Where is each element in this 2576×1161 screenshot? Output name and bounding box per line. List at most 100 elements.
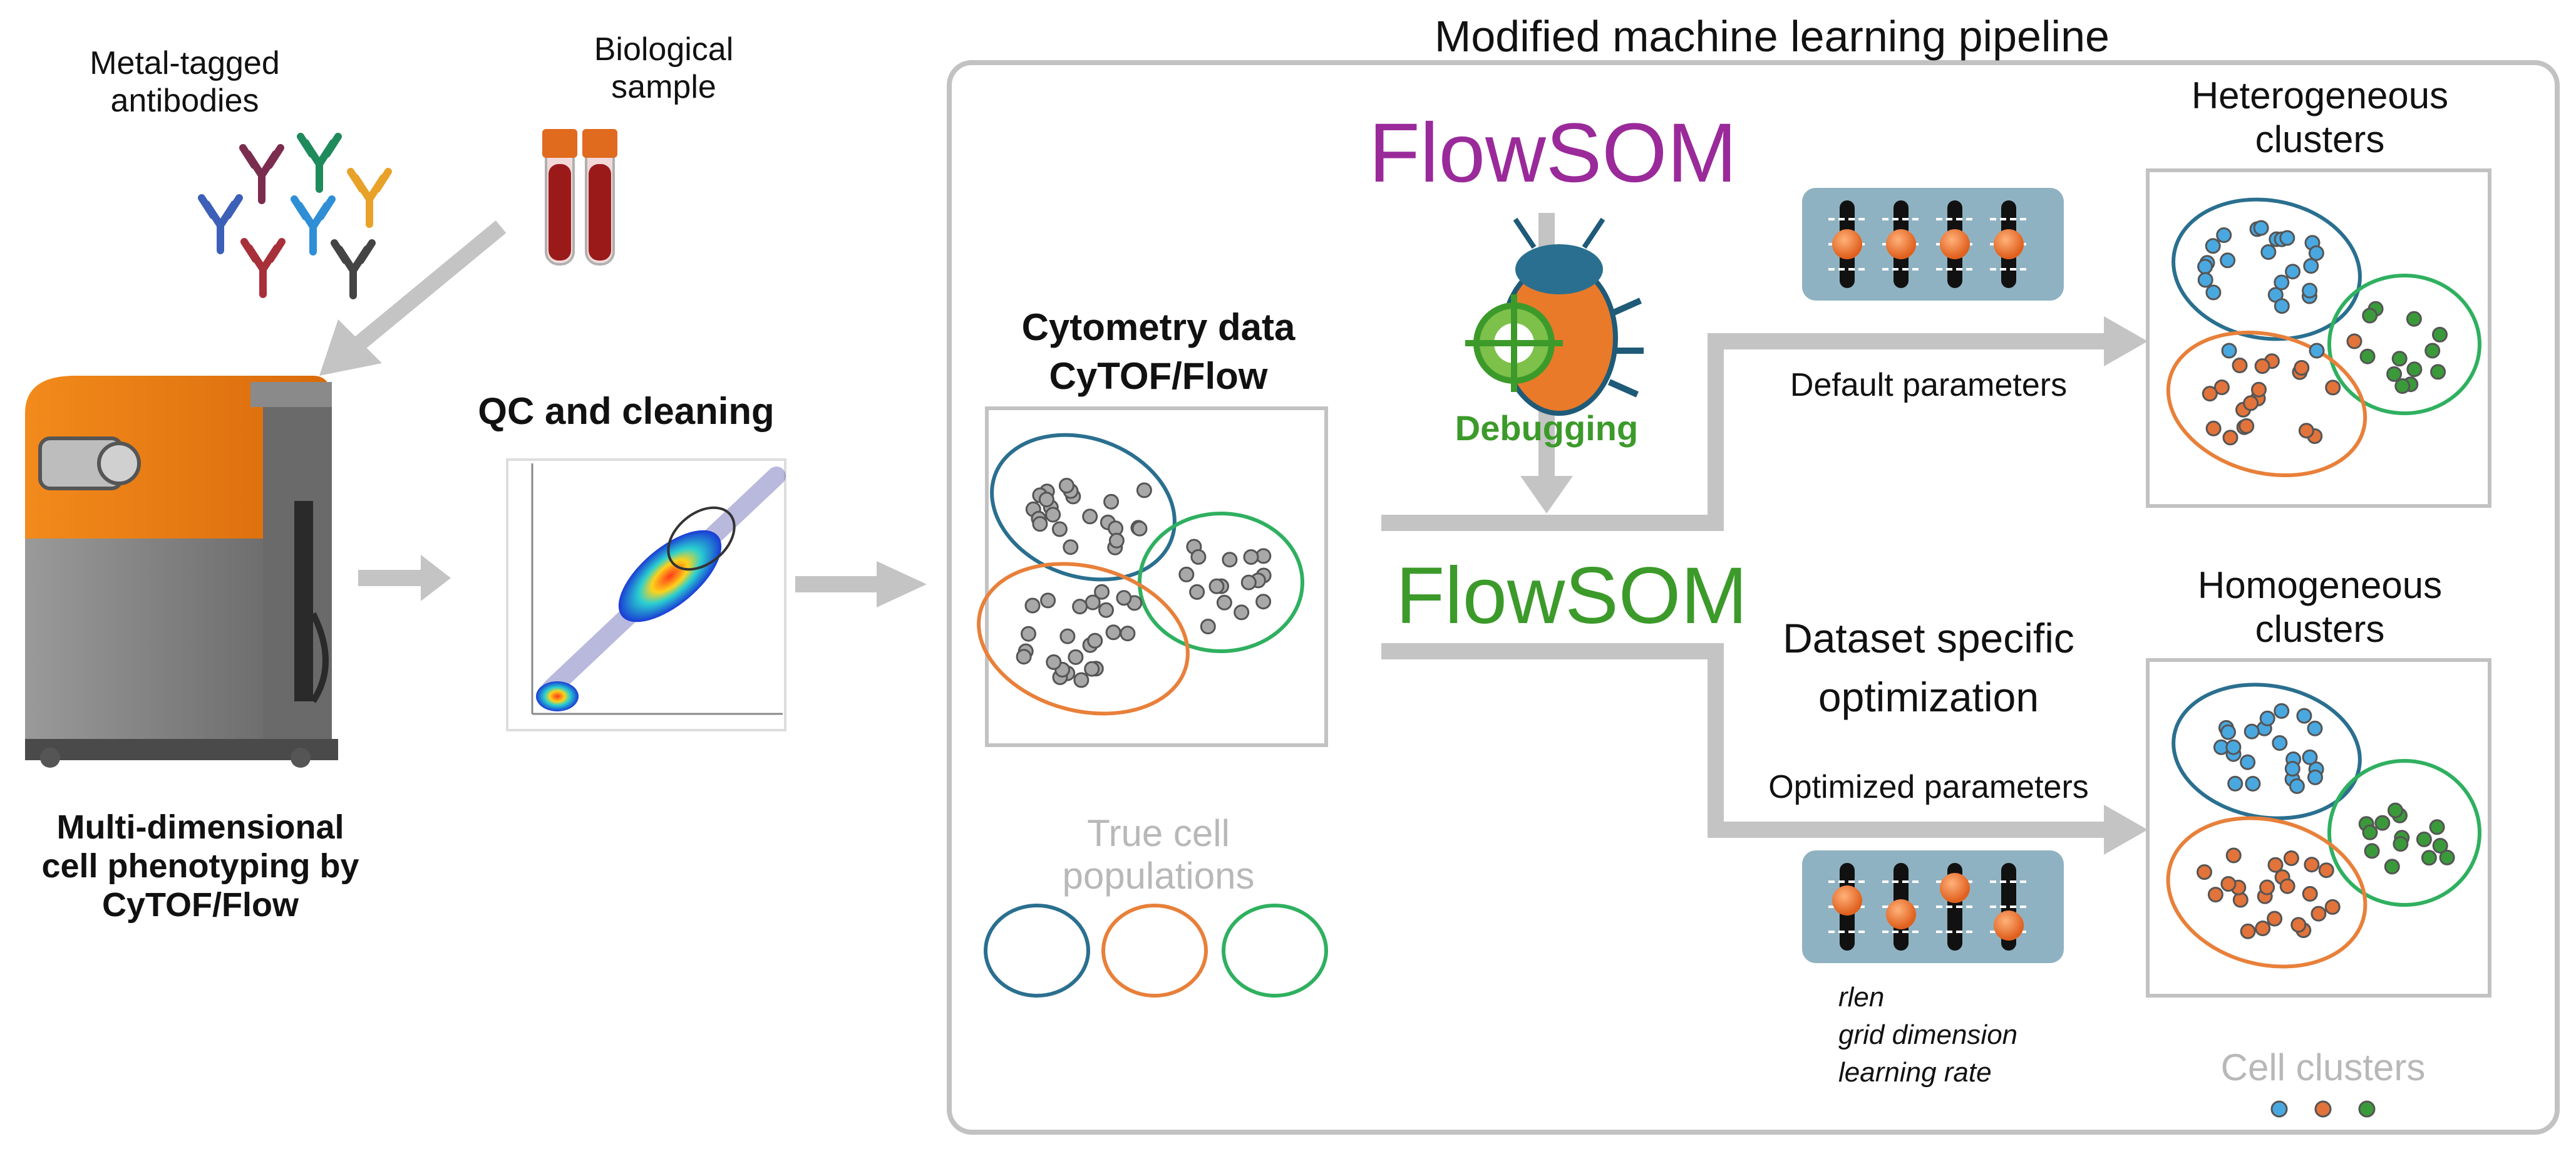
cytometry-data-box <box>977 406 1328 747</box>
orange-cell-dot <box>2267 857 2284 873</box>
cytof-instrument-icon <box>25 376 338 768</box>
blue-cell-dot <box>2274 298 2290 314</box>
green-cell-dot <box>2406 311 2422 327</box>
orange-cell-dot <box>2267 911 2283 927</box>
gray-cell-dot <box>1068 649 1084 665</box>
green-cell-dot <box>2432 838 2448 854</box>
flowsom-mid-logo: FlowSOM <box>1396 551 1748 641</box>
qc-label: QC and cleaning <box>478 390 775 432</box>
blue-cell-dot <box>2244 723 2260 740</box>
orange-cell-dot <box>2324 899 2341 915</box>
gray-cell-dot <box>1105 624 1121 641</box>
blue-cell-dot <box>2307 720 2323 736</box>
dataset-optimization-line1: Dataset specific <box>1783 615 2074 661</box>
green-cell-dot <box>2432 326 2448 343</box>
blue-cell-dot <box>2240 754 2256 770</box>
blood-sample-tubes-icon <box>542 129 617 266</box>
orange-cell-dot <box>2304 857 2320 873</box>
true-cell-populations-icons <box>984 904 1328 998</box>
blue-cell-dot <box>2220 724 2236 740</box>
gray-cell-dots <box>1016 478 1272 688</box>
gray-cell-dot <box>1243 549 1259 565</box>
blue-cell-dot <box>2309 343 2325 359</box>
blue-cell-dot <box>2260 244 2277 260</box>
gray-cell-dot <box>1087 632 1103 649</box>
cell-clusters-legend-dots <box>2270 1100 2376 1118</box>
heterogeneous-line2: clusters <box>2255 118 2385 160</box>
green-cell-dot <box>2364 843 2380 859</box>
gray-cell-dot <box>1222 552 1238 568</box>
blue-cell-dot <box>2221 343 2237 359</box>
gray-cell-dot <box>1072 599 1088 615</box>
gray-cell-dot <box>1216 594 1232 611</box>
green-cell-dot <box>2386 366 2403 382</box>
slider-knob <box>1940 873 1970 903</box>
gray-cell-dot <box>1038 492 1054 508</box>
green-cell-dot <box>2384 859 2400 875</box>
orange-cell-dot <box>2213 379 2230 395</box>
orange-cell-dot <box>2346 333 2362 349</box>
slider-knob <box>1994 911 2024 941</box>
green-cell-dot <box>2388 802 2403 818</box>
gray-cell-dot <box>1098 602 1114 618</box>
gray-cell-dot <box>1032 516 1048 532</box>
gray-cell-dot <box>1103 493 1120 510</box>
pipeline-title: Modified machine learning pipeline <box>1435 12 2110 61</box>
orange-cell-dot <box>2243 395 2259 411</box>
orange-cell-dot <box>2220 876 2237 892</box>
blue-cell-dot <box>2205 284 2222 301</box>
green-cell-dot <box>2430 364 2446 380</box>
green-cell-dot <box>2406 361 2423 378</box>
orange-cell-dot <box>2311 906 2327 922</box>
orange-cell-dot <box>2239 418 2255 434</box>
gray-cell-dot <box>1178 566 1195 582</box>
blue-cell-dot <box>2302 749 2318 765</box>
gray-cell-dot <box>1073 672 1090 688</box>
optimized-parameters-label: Optimized parameters <box>1768 769 2089 805</box>
blue-cell-dot <box>2303 258 2319 274</box>
param-name-learning-rate: learning rate <box>1838 1057 1992 1088</box>
blue-cell-dot <box>2289 778 2305 794</box>
blue-cell-dot <box>2205 238 2221 254</box>
blue-cell-dot <box>2285 264 2301 280</box>
orange-cell-dot <box>2207 887 2223 903</box>
green-cell-dot <box>2394 378 2411 394</box>
param-name-grid-dimension: grid dimension <box>1838 1019 2018 1050</box>
arrows-left <box>319 220 927 607</box>
orange-cell-dot <box>2240 923 2256 939</box>
green-cell-dot <box>2359 348 2376 364</box>
orange-cell-dot <box>2302 885 2318 902</box>
gray-cell-dot <box>1255 594 1272 610</box>
orange-cell-dot <box>2325 379 2341 396</box>
blue-cell-dot <box>2253 220 2269 236</box>
blue-cell-dot <box>2296 708 2312 724</box>
orange-cell-dot <box>2197 864 2212 880</box>
blue-cell-dot <box>2197 259 2213 275</box>
orange-cell-dot <box>2283 850 2299 866</box>
orange-cell-dot <box>2222 430 2239 446</box>
blue-cell-dot <box>2216 227 2232 243</box>
orange-cell-dot <box>2290 917 2307 933</box>
heterogeneous-clusters-box <box>2146 168 2491 508</box>
orange-cell-dot <box>2202 386 2218 402</box>
green-cell-dot <box>2391 351 2408 367</box>
gray-cell-dot <box>1058 478 1074 493</box>
homogeneous-line1: Homogeneous <box>2197 564 2443 606</box>
gray-cell-dot <box>1094 584 1110 600</box>
param-name-rlen: rlen <box>1838 982 1885 1013</box>
gray-cell-dot <box>1051 521 1068 537</box>
blue-cell-dot <box>2307 769 2323 785</box>
heterogeneous-line1: Heterogeneous <box>2191 75 2449 116</box>
orange-cell-dot <box>2255 921 2271 936</box>
blue-cell-dot <box>2284 761 2300 777</box>
gray-cell-dot <box>1082 508 1098 525</box>
gray-cell-dot <box>1189 584 1205 600</box>
green-cell-dot <box>2439 849 2455 865</box>
homogeneous-clusters-box <box>2146 658 2491 998</box>
orange-cell-dot <box>2259 879 2275 895</box>
orange-cell-dot <box>2298 423 2314 439</box>
green-cell-dot <box>2416 831 2432 847</box>
true-cell-line1: True cell <box>1087 812 1230 854</box>
orange-cell-dot <box>2279 878 2295 894</box>
